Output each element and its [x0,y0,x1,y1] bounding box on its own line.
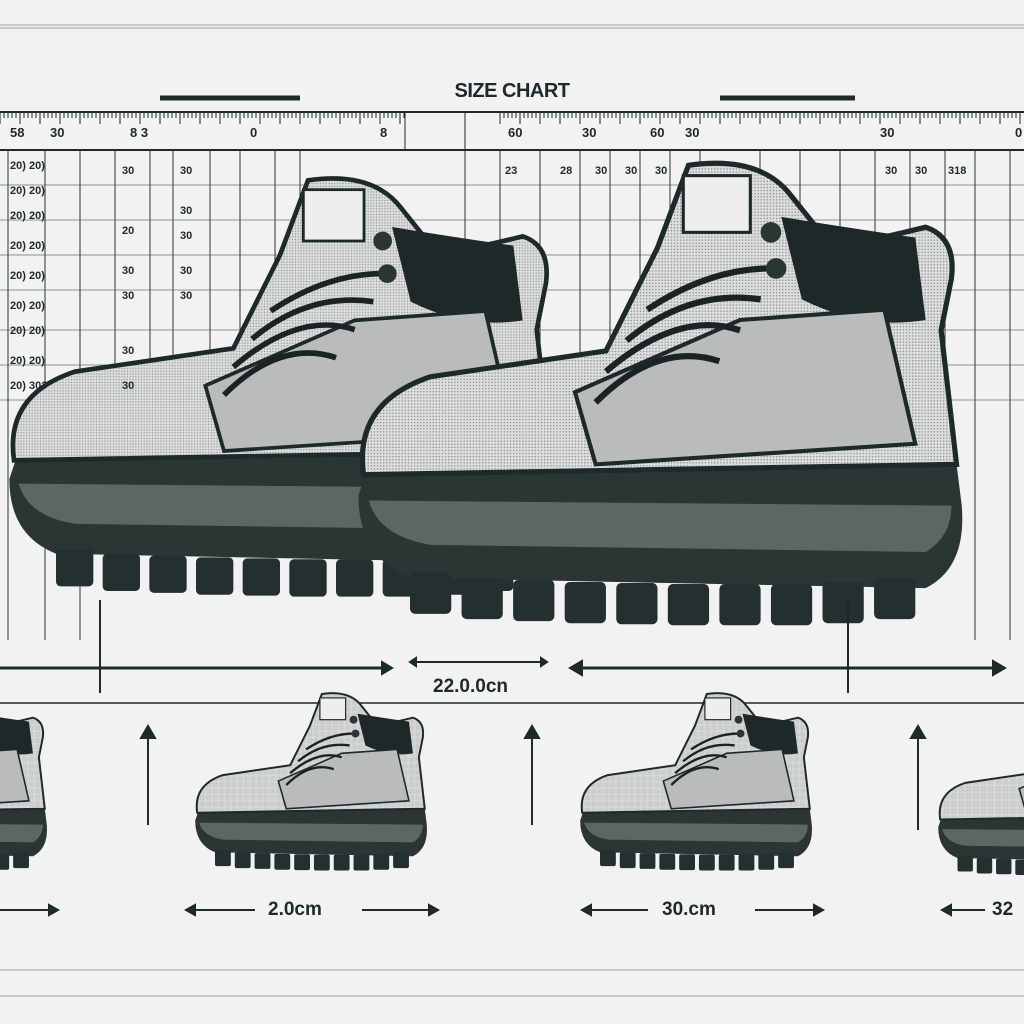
dimension-arrows [0,600,1024,917]
large-boot-right [358,163,962,625]
page-title: SIZE CHART [454,80,571,102]
grid-label: 20 [122,225,135,237]
measurement-bottom-middle: 30.cm [662,899,716,920]
ruler-label: 8 [380,125,388,140]
grid-label: 30 [180,230,193,242]
small-boot-1 [0,691,49,873]
grid-label: 30 [915,165,928,177]
grid-label: 20) 20) [10,270,45,282]
grid-label: 30 [122,265,135,277]
small-boot-4 [936,701,1024,878]
ruler-label: 30 [50,125,65,140]
grid-label: 30 [122,345,135,357]
ruler-label: 58 [10,125,25,140]
grid-label: 30 [625,165,638,177]
grid-label: 20) 20) [10,325,45,337]
ruler-label: 8 3 [130,125,149,140]
grid-label: 318 [948,165,967,177]
grid-label: 20) 20) [10,160,45,172]
grid-label: 30 [655,165,668,177]
grid-label: 30 [122,290,135,302]
grid-label: 20) 20) [10,240,45,252]
measurement-bottom-left: 2.0cm [268,899,322,920]
border-lines [0,24,1024,997]
grid-label: 20) 20) [10,210,45,222]
ruler-label: 60 [650,125,665,140]
ruler-label: 60 [508,125,523,140]
ruler-label: 0 [250,125,258,140]
measurement-top: 22.0.0cn [433,676,508,697]
ruler-label: 0 [1015,125,1023,140]
grid-label: 30 [180,290,193,302]
grid-label: 30 [122,380,135,392]
grid-label: 20) 30? [10,380,48,392]
grid-label: 23 [505,165,518,177]
grid-label: 30 [180,165,193,177]
small-boot-3 [578,691,814,873]
grid-label: 30 [180,205,193,217]
grid-label: 28 [560,165,573,177]
small-boot-2 [193,691,429,873]
grid-label: 30 [885,165,898,177]
ruler-label: 30 [582,125,597,140]
grid-label: 20) 20) [10,185,45,197]
grid-label: 20) 20) [10,300,45,312]
grid-label: 30 [122,165,135,177]
measurement-bottom-right: 32 [992,899,1014,920]
ruler-label: 30 [685,125,700,140]
ruler-label: 30 [880,125,895,140]
grid-label: 30 [180,265,193,277]
grid-label: 20) 20) [10,355,45,367]
grid-label: 30 [595,165,608,177]
ruler-ticks [0,112,1021,124]
